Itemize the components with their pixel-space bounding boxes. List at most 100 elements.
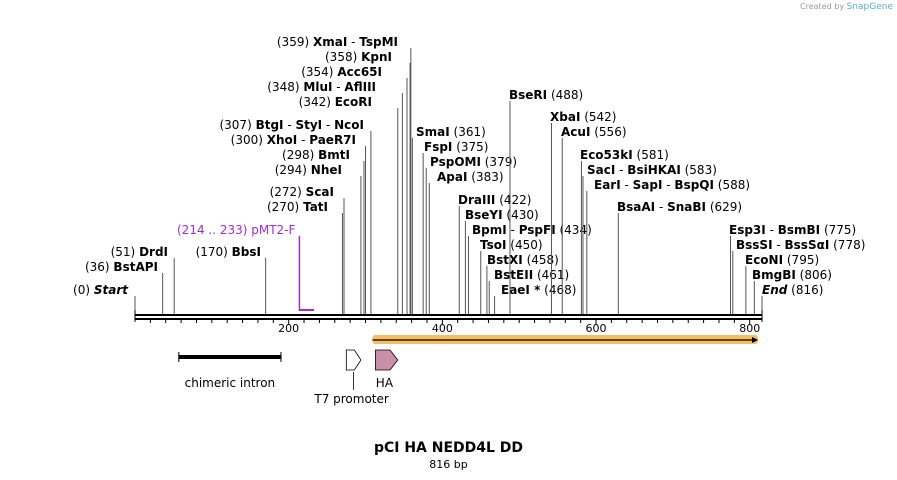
site-label[interactable]: Esp3I - BsmBI (775) [729, 223, 856, 237]
site-label[interactable]: AcuI (556) [561, 125, 627, 139]
site-xmai-tspmi[interactable]: (359) XmaI - TspMI [277, 35, 412, 314]
enzyme-name: NheI [311, 163, 342, 177]
site-tsoi[interactable]: TsoI (450) [480, 238, 543, 314]
feature-chimeric-intron[interactable]: chimeric intron [178, 352, 282, 390]
site-tati[interactable]: (270) TatI [267, 200, 343, 314]
site-scai[interactable]: (272) ScaI [270, 185, 345, 314]
site-position: (170) [196, 245, 232, 259]
site-label[interactable]: FspI (375) [424, 140, 489, 154]
site-label[interactable]: BssSI - BssSαI (778) [736, 238, 865, 252]
site-saci-bsihkai[interactable]: SacI - BsiHKAI (583) [582, 163, 717, 314]
site-label[interactable]: (359) XmaI - TspMI [277, 35, 398, 49]
site-bsaai-snabi[interactable]: BsaAI - SnaBI (629) [617, 200, 742, 314]
feature-t7-promoter[interactable]: T7 promoter [313, 349, 389, 406]
site-position: (300) [231, 133, 267, 147]
site-eco53ki[interactable]: Eco53kI (581) [580, 148, 669, 314]
site-position: (488) [547, 88, 583, 102]
site-label[interactable]: BmgBI (806) [752, 268, 832, 282]
site-label[interactable]: (270) TatI [267, 200, 328, 214]
site-label[interactable]: (348) MluI - AflIII [267, 80, 376, 94]
site-bmgbi[interactable]: BmgBI (806) [752, 268, 832, 314]
enzyme-name: SapI [633, 178, 663, 192]
enzyme-name: PspFI [519, 223, 556, 237]
axis-tick-label: 600 [586, 322, 607, 335]
enzyme-name: BbsI [232, 245, 261, 259]
site-label[interactable]: EcoNI (795) [745, 253, 819, 267]
site-label[interactable]: EaeI * (468) [501, 283, 576, 297]
site-btgi-styi-ncoi[interactable]: (307) BtgI - StyI - NcoI [219, 118, 372, 314]
site-label[interactable]: BseYI (430) [465, 208, 539, 222]
site-bseyi[interactable]: BseYI (430) [464, 208, 539, 314]
site-eaei[interactable]: EaeI * (468) [494, 283, 577, 314]
site-start[interactable]: (0) Start [73, 283, 136, 314]
site-position: (581) [633, 148, 669, 162]
site-end[interactable]: End (816) [761, 283, 823, 314]
site-acc65i[interactable]: (354) Acc65I [301, 65, 408, 314]
enzyme-name: XmaI [313, 35, 347, 49]
site-label[interactable]: (300) XhoI - PaeR7I [231, 133, 356, 147]
site-drdi[interactable]: (51) DrdI [111, 245, 175, 314]
site-kpni[interactable]: (358) KpnI [325, 50, 411, 314]
site-bstapi[interactable]: (36) BstAPI [85, 260, 164, 314]
site-draiii[interactable]: DraIII (422) [458, 193, 531, 314]
feature-ha[interactable]: HA [375, 349, 399, 390]
enzyme-name: EcoRI [335, 95, 372, 109]
site-bbsi[interactable]: (170) BbsI [196, 245, 267, 314]
enzyme-name: BstXI [487, 253, 523, 267]
site-acui[interactable]: AcuI (556) [561, 125, 627, 314]
site-label[interactable]: (358) KpnI [325, 50, 392, 64]
site-label[interactable]: BstEII (461) [494, 268, 569, 282]
site-eari-sapi-bspqi[interactable]: EarI - SapI - BspQI (588) [586, 178, 750, 314]
site-separator: - [347, 35, 359, 49]
site-label[interactable]: TsoI (450) [480, 238, 543, 252]
site-label[interactable]: (342) EcoRI [299, 95, 372, 109]
site-label[interactable]: (272) ScaI [270, 185, 334, 199]
primer-label[interactable]: (214 .. 233) pMT2-F [177, 223, 296, 237]
enzyme-name: BssSαI [785, 238, 830, 252]
site-label[interactable]: SacI - BsiHKAI (583) [587, 163, 717, 177]
site-position: (778) [829, 238, 865, 252]
site-nhei[interactable]: (294) NheI [275, 163, 362, 314]
site-bseri[interactable]: BseRI (488) [509, 88, 583, 314]
site-position: (375) [452, 140, 488, 154]
site-position: (354) [301, 65, 337, 79]
site-bstxi[interactable]: BstXI (458) [486, 253, 559, 314]
site-label[interactable]: (298) BmtI [282, 148, 350, 162]
site-position: (0) [73, 283, 94, 297]
site-pspomi[interactable]: PspOMI (379) [425, 155, 517, 314]
site-label[interactable]: (294) NheI [275, 163, 342, 177]
site-bsssi-bsss-i[interactable]: BssSI - BssSαI (778) [732, 238, 866, 314]
site-label[interactable]: BsaAI - SnaBI (629) [617, 200, 742, 214]
site-label[interactable]: XbaI (542) [550, 110, 617, 124]
site-label[interactable]: Eco53kI (581) [580, 148, 669, 162]
site-label[interactable]: (0) Start [73, 283, 129, 297]
site-mlui-afliii[interactable]: (348) MluI - AflIII [267, 80, 403, 314]
site-fspi[interactable]: FspI (375) [422, 140, 489, 314]
site-label[interactable]: (51) DrdI [111, 245, 168, 259]
site-label[interactable]: SmaI (361) [416, 125, 486, 139]
site-label[interactable]: BstXI (458) [487, 253, 559, 267]
site-label[interactable]: (307) BtgI - StyI - NcoI [219, 118, 364, 132]
site-separator: - [655, 200, 667, 214]
site-label[interactable]: ApaI (383) [437, 170, 504, 184]
site-label[interactable]: (354) Acc65I [301, 65, 382, 79]
site-xhoi-paer7i[interactable]: (300) XhoI - PaeR7I [231, 133, 367, 314]
site-smai[interactable]: SmaI (361) [411, 125, 486, 314]
site-label[interactable]: BpmI - PspFI (434) [472, 223, 592, 237]
site-label[interactable]: EarI - SapI - BspQI (588) [594, 178, 750, 192]
site-label[interactable]: End (816) [762, 283, 823, 297]
enzyme-name: ApaI [437, 170, 467, 184]
site-bmti[interactable]: (298) BmtI [282, 148, 365, 314]
site-label[interactable]: (170) BbsI [196, 245, 261, 259]
enzyme-name: AflIII [344, 80, 376, 94]
site-label[interactable]: BseRI (488) [509, 88, 583, 102]
site-xbai[interactable]: XbaI (542) [550, 110, 617, 314]
site-econi[interactable]: EcoNI (795) [745, 253, 819, 314]
site-label[interactable]: DraIII (422) [458, 193, 531, 207]
site-ecori[interactable]: (342) EcoRI [299, 95, 399, 314]
site-esp3i-bsmbi[interactable]: Esp3I - BsmBI (775) [729, 223, 856, 314]
site-apai[interactable]: ApaI (383) [428, 170, 504, 314]
site-label[interactable]: (36) BstAPI [85, 260, 158, 274]
site-label[interactable]: PspOMI (379) [430, 155, 517, 169]
